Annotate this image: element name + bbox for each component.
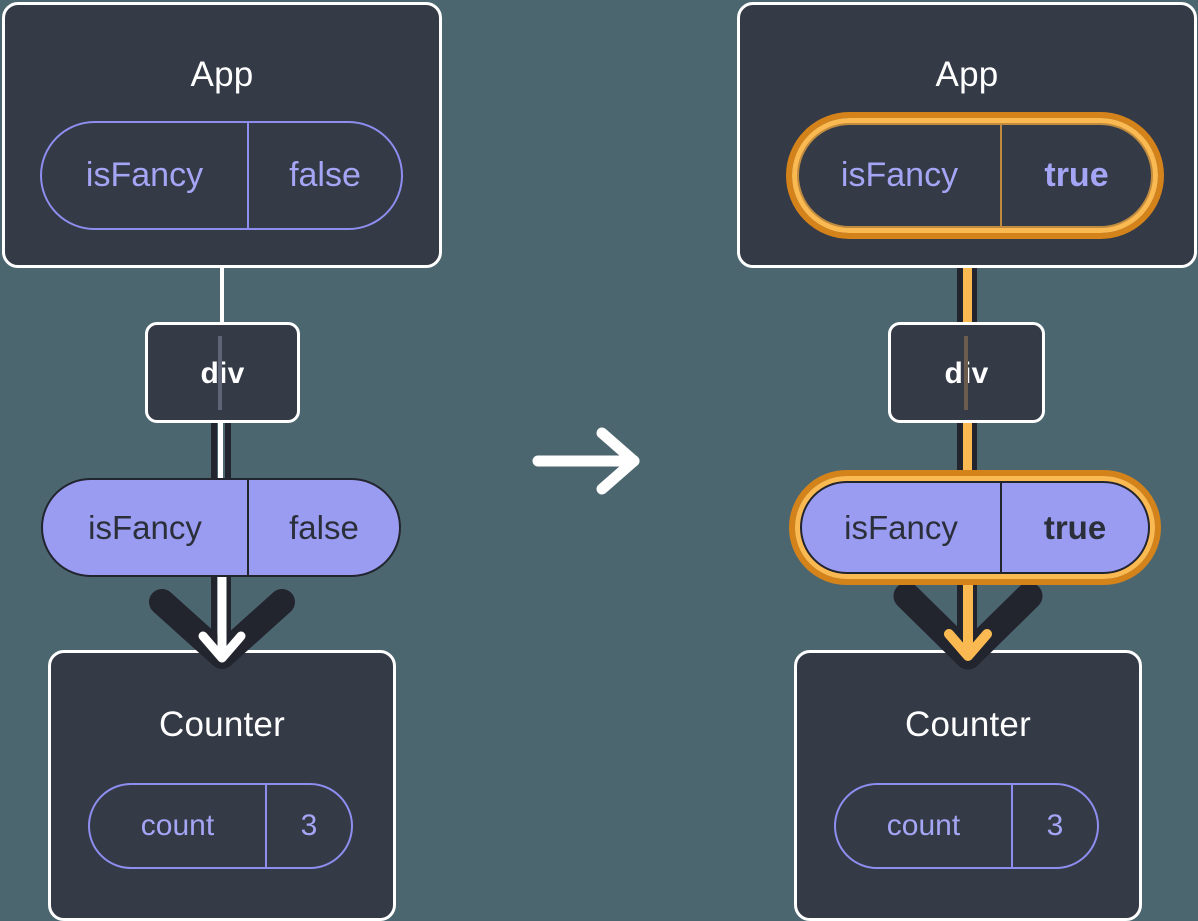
after-panel: App isFancy true div isFancy true bbox=[599, 0, 1198, 921]
div-inner-connector bbox=[964, 336, 968, 410]
counter-state-key: count bbox=[90, 785, 267, 867]
div-element-box: div bbox=[145, 322, 300, 423]
counter-state-key: count bbox=[836, 785, 1013, 867]
connector-app-to-div-highlight bbox=[963, 228, 972, 328]
before-panel: App isFancy false div isFancy false Coun… bbox=[2, 2, 442, 921]
prop-pill-key: isFancy bbox=[802, 483, 1002, 572]
app-title: App bbox=[190, 55, 254, 94]
prop-pill[interactable]: isFancy false bbox=[41, 478, 401, 577]
counter-state-pill[interactable]: count 3 bbox=[834, 783, 1099, 869]
connector-div-to-prop-highlight bbox=[963, 420, 972, 484]
connector-div-to-prop-center bbox=[218, 421, 223, 481]
app-state-pill[interactable]: isFancy true bbox=[797, 123, 1153, 228]
counter-title: Counter bbox=[159, 705, 285, 744]
prop-pill-value: true bbox=[1043, 508, 1107, 546]
div-inner-connector bbox=[218, 336, 222, 410]
app-state-value: false bbox=[289, 156, 361, 194]
counter-component-box: Counter bbox=[794, 650, 1142, 921]
prop-flow-arrow-highlight bbox=[944, 574, 992, 661]
app-state-key: isFancy bbox=[799, 125, 1002, 226]
connector-prop-to-counter-left bbox=[211, 574, 217, 664]
app-state-pill[interactable]: isFancy false bbox=[40, 121, 403, 230]
app-state-key: isFancy bbox=[42, 123, 249, 228]
prop-pill[interactable]: isFancy true bbox=[800, 481, 1150, 574]
connector-prop-to-counter-right bbox=[225, 574, 231, 664]
connector-div-to-prop-right bbox=[225, 421, 231, 481]
counter-state-pill[interactable]: count 3 bbox=[88, 783, 353, 869]
prop-pill-value: false bbox=[289, 508, 359, 546]
counter-state-value: 3 bbox=[1046, 809, 1064, 842]
connector-app-to-div bbox=[220, 268, 224, 324]
app-title: App bbox=[935, 55, 999, 94]
prop-pill-key: isFancy bbox=[43, 480, 249, 575]
app-state-value: true bbox=[1044, 156, 1109, 194]
connector-div-to-prop-left bbox=[211, 421, 217, 481]
div-title: div bbox=[200, 357, 245, 390]
counter-state-value: 3 bbox=[300, 809, 318, 842]
counter-title: Counter bbox=[905, 705, 1031, 744]
prop-flow-arrow-white bbox=[198, 574, 246, 663]
counter-component-box: Counter bbox=[48, 650, 396, 921]
arrow-right-icon bbox=[532, 427, 640, 495]
